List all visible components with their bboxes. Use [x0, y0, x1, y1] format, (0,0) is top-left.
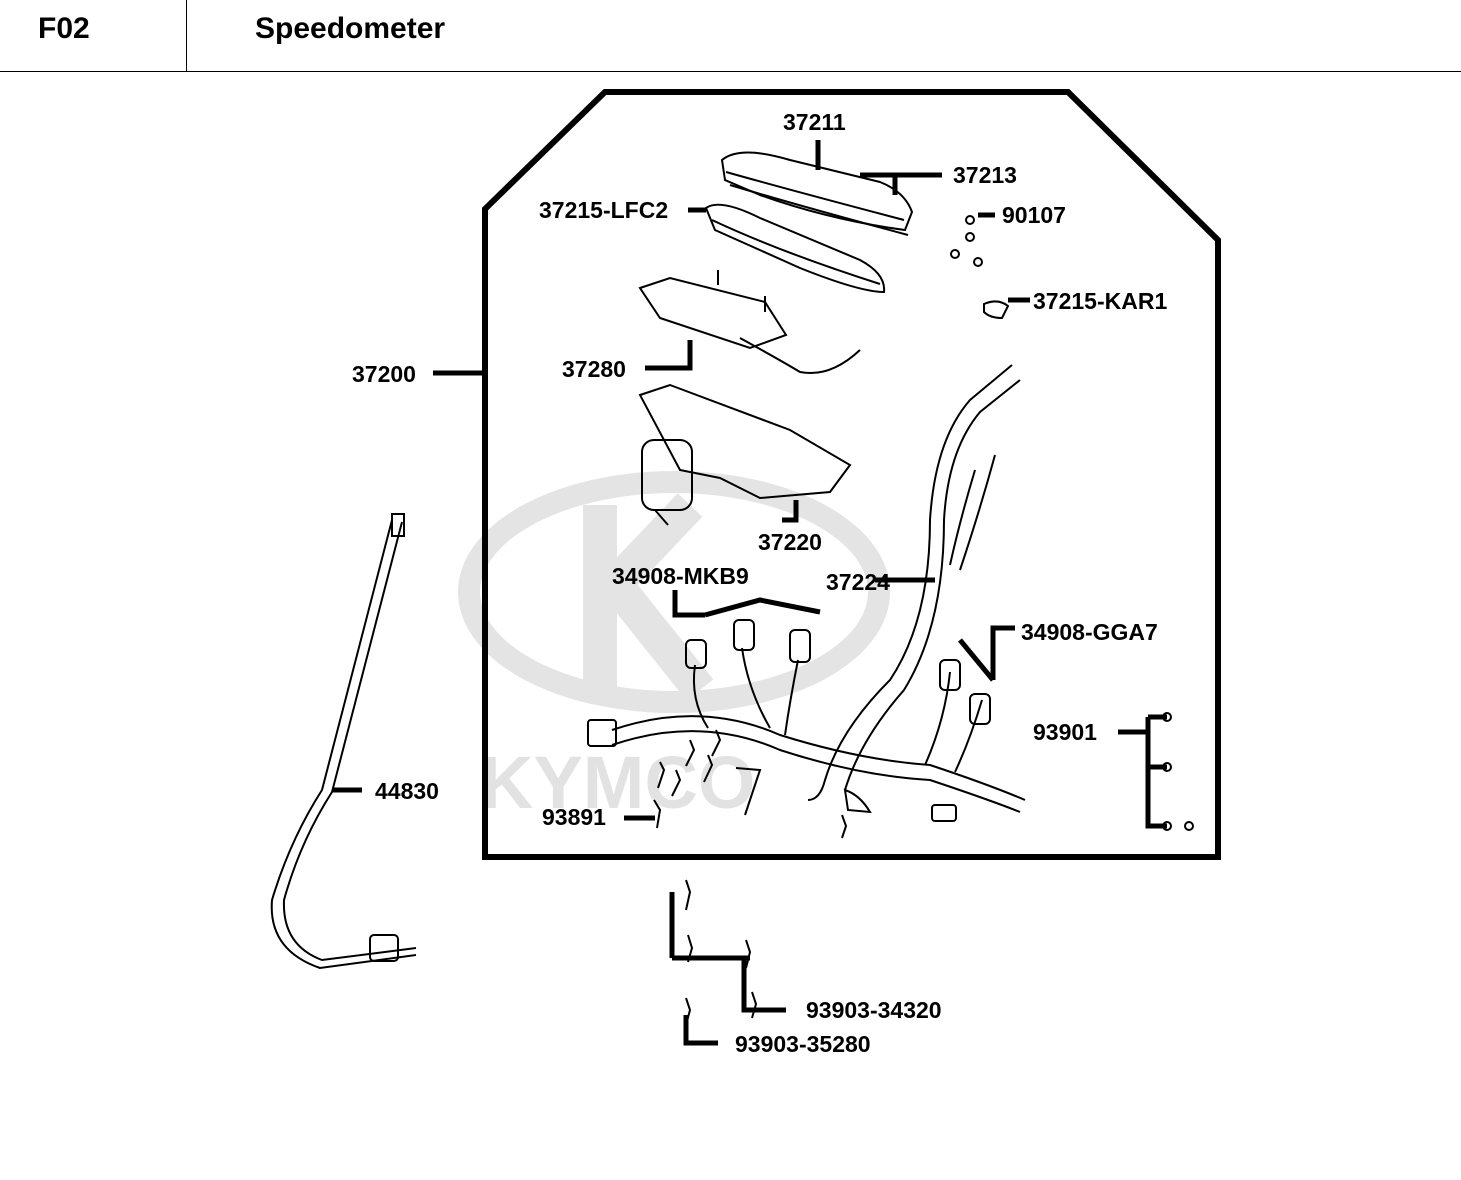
page-header: F02 Speedometer — [0, 0, 1461, 72]
label-37200: 37200 — [352, 361, 416, 387]
wire-harness-drawing — [587, 364, 1026, 822]
clip-drawing — [983, 300, 1010, 320]
assembly-boundary — [482, 89, 1221, 860]
label-37213: 37213 — [953, 162, 1017, 188]
label-93901: 93901 — [1033, 719, 1097, 745]
label-93891: 93891 — [542, 804, 606, 830]
watermark-text: KYMCO — [480, 741, 755, 824]
speedometer-cable-drawing — [270, 513, 417, 970]
screw-stack-93901-drawing — [1162, 712, 1194, 831]
meter-cover-drawing — [704, 151, 914, 294]
part-labels: 37211 37213 37215-LFC2 90107 37215-KAR1 … — [352, 109, 1167, 1057]
label-93903-35280: 93903-35280 — [735, 1031, 871, 1057]
label-34908-mkb9: 34908-MKB9 — [612, 563, 749, 589]
label-44830: 44830 — [375, 778, 439, 804]
leader-lines — [332, 140, 1167, 1046]
label-37215-kar1: 37215-KAR1 — [1033, 288, 1167, 314]
label-37211: 37211 — [783, 109, 846, 135]
header-divider — [186, 0, 187, 72]
label-34908-gga7: 34908-GGA7 — [1021, 619, 1158, 645]
label-37220: 37220 — [758, 529, 822, 555]
bulb-sockets-drawing — [685, 619, 991, 725]
page-title: Speedometer — [255, 12, 446, 45]
label-37280: 37280 — [562, 356, 626, 382]
screw-group-90107 — [950, 215, 983, 267]
label-90107: 90107 — [1002, 202, 1066, 228]
lcd-panel-drawing — [638, 270, 861, 374]
label-93903-34320: 93903-34320 — [806, 997, 942, 1023]
header-rule — [0, 71, 1461, 72]
section-code: F02 — [38, 12, 90, 45]
kymco-watermark: KYMCO — [458, 471, 890, 824]
small-screws-drawing — [653, 729, 848, 839]
label-37224: 37224 — [826, 569, 890, 595]
label-37215-lfc2: 37215-LFC2 — [539, 197, 668, 223]
meter-case-drawing — [638, 383, 852, 526]
